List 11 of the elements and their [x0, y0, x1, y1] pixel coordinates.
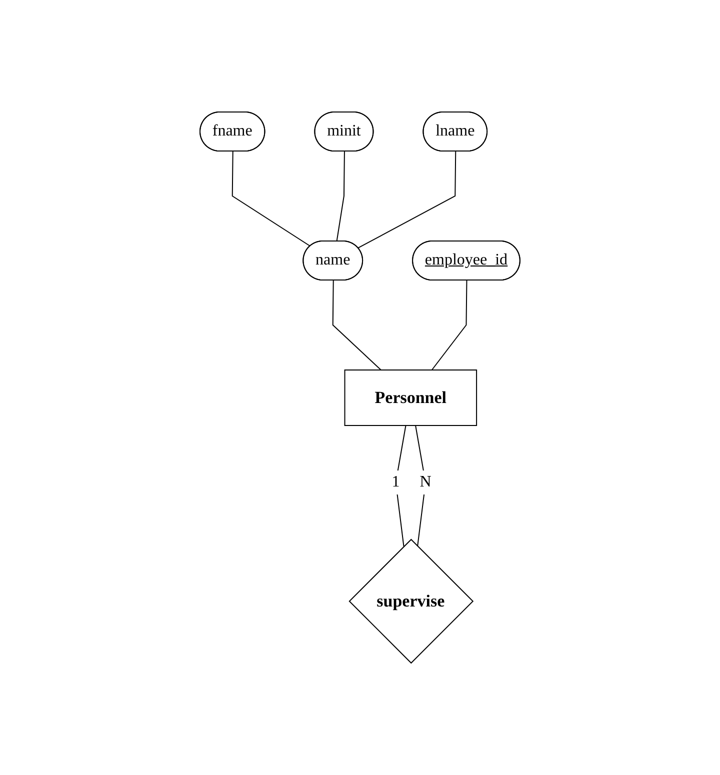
edge-label: 1	[392, 473, 400, 490]
connector	[395, 425, 406, 547]
connector	[332, 280, 382, 370]
edge-label: N	[420, 473, 432, 490]
connector	[431, 280, 468, 370]
connector	[232, 151, 311, 247]
connector	[336, 151, 345, 242]
connector	[358, 151, 456, 248]
node-box: Personnel	[344, 370, 478, 426]
connector	[415, 425, 426, 547]
node-diamond: supervise	[348, 538, 474, 664]
